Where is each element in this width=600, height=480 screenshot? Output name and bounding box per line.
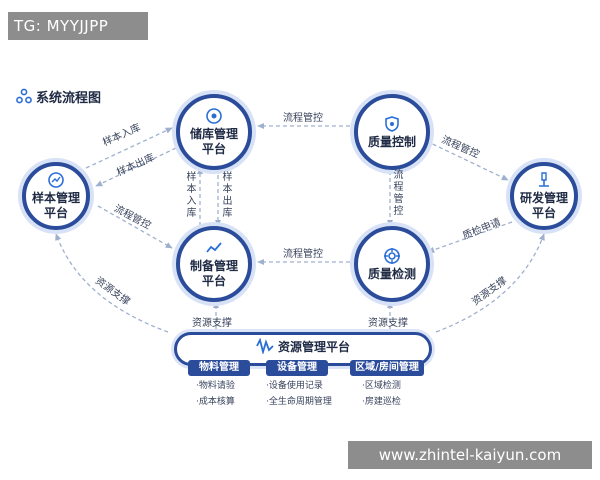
module-equipment-item: ·设备使用记录 — [266, 381, 323, 391]
module-equipment-management: 设备管理 — [266, 360, 328, 376]
resource-platform-title-text: 资源管理平台 — [278, 339, 351, 354]
edge-label-process-mid: 流程管控 — [283, 249, 323, 260]
edge-resource-to-rd — [435, 233, 545, 333]
node-quality-control: 质量控制 — [354, 94, 430, 170]
edge-label-resource-prep: 资源支撑 — [192, 318, 232, 329]
module-area-room-management: 区域/房间管理 — [350, 360, 424, 376]
overlay-tag: TG: MYYJJPP — [8, 12, 148, 40]
edge-resource-to-sample — [55, 233, 169, 333]
resource-platform-title: 资源管理平台 — [256, 337, 350, 355]
node-prep-management-label: 制备管理 平台 — [189, 259, 238, 288]
node-quality-control-label: 质量控制 — [367, 134, 416, 149]
target-icon — [384, 247, 400, 264]
edge-sample-to-storage — [85, 127, 173, 169]
edge-storage-to-sample — [95, 147, 177, 187]
edge-label-sample-out-vertical: 样本出库 — [222, 172, 233, 219]
module-material-item: ·物料请验 — [196, 381, 235, 391]
trend-icon — [206, 242, 222, 253]
edge-qc-to-rd — [419, 137, 509, 181]
edge-label-resource-qt: 资源支撑 — [368, 318, 408, 329]
node-quality-test-label: 质量检测 — [367, 266, 416, 281]
module-material-management: 物料管理 — [188, 360, 250, 376]
node-quality-test: 质量检测 — [354, 226, 430, 302]
chart-icon — [48, 172, 64, 188]
gear-icon — [206, 108, 222, 124]
node-storage-management: 储库管理 平台 — [176, 94, 252, 170]
edge-label-sample-in-vertical: 样本入库 — [186, 172, 197, 219]
node-rd-management: 研发管理 平台 — [510, 162, 578, 230]
diagram-title: 系统流程图 — [16, 86, 101, 106]
shield-check-icon — [385, 115, 399, 132]
module-material-item: ·成本核算 — [196, 397, 235, 407]
edge-sample-to-prep — [97, 205, 173, 249]
node-prep-management: 制备管理 平台 — [176, 226, 252, 302]
watermark-url: www.zhintel-kaiyun.com — [348, 441, 592, 469]
module-area-item: ·区域检测 — [362, 381, 401, 391]
module-equipment-item: ·全生命周期管理 — [266, 397, 332, 407]
edge-rd-to-qt — [427, 221, 513, 253]
waveform-icon — [256, 338, 274, 354]
flow-network-icon — [16, 88, 32, 104]
edge-label-process-top: 流程管控 — [283, 113, 323, 124]
diagram-title-text: 系统流程图 — [36, 90, 102, 106]
node-rd-management-label: 研发管理 平台 — [519, 191, 568, 220]
node-sample-management: 样本管理 平台 — [22, 162, 90, 230]
node-sample-management-label: 样本管理 平台 — [31, 191, 80, 220]
module-area-item: ·房建巡检 — [362, 397, 401, 407]
edge-label-process-qc-qt: 流程管控 — [393, 170, 404, 217]
node-storage-management-label: 储库管理 平台 — [189, 127, 238, 156]
microscope-icon — [539, 172, 549, 187]
